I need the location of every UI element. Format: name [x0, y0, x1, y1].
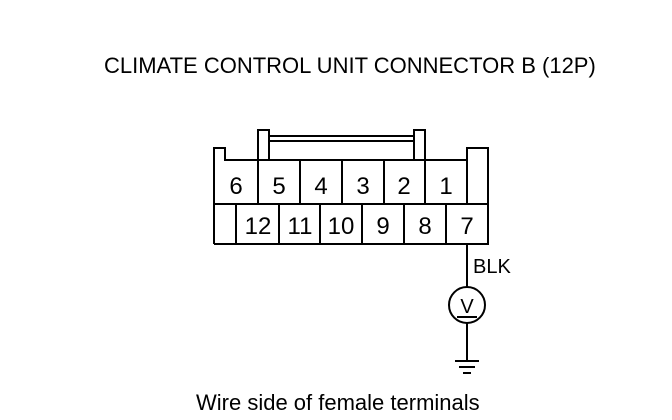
- pin-label: 12: [245, 213, 272, 240]
- diagram-title: CLIMATE CONTROL UNIT CONNECTOR B (12P): [104, 53, 596, 78]
- pin-label: 6: [229, 173, 242, 200]
- connector-lock-tab: [257, 129, 270, 160]
- pin-label: 2: [397, 173, 410, 200]
- pin-label: 11: [288, 213, 313, 240]
- pin-label: 5: [272, 173, 285, 200]
- pin-label: 8: [418, 213, 431, 240]
- pin-label: 10: [328, 213, 355, 240]
- pin-label: 1: [439, 173, 452, 200]
- ground-icon: [455, 360, 479, 374]
- connector-top-row: 6 5 4 3 2 1: [229, 173, 452, 200]
- voltmeter-symbol: V: [460, 296, 474, 318]
- connector-lock-tab-right: [413, 129, 426, 160]
- wire-color-label: BLK: [473, 256, 511, 278]
- diagram-caption: Wire side of female terminals: [196, 390, 480, 415]
- connector-body: [213, 129, 489, 245]
- voltmeter-icon: V: [448, 286, 486, 324]
- pin-label: 9: [376, 213, 389, 240]
- pin-label: 7: [460, 213, 473, 240]
- connector-bottom-row: 12 11 10 9 8 7: [245, 213, 474, 240]
- pin-label: 3: [356, 173, 369, 200]
- pin-label: 4: [314, 173, 327, 200]
